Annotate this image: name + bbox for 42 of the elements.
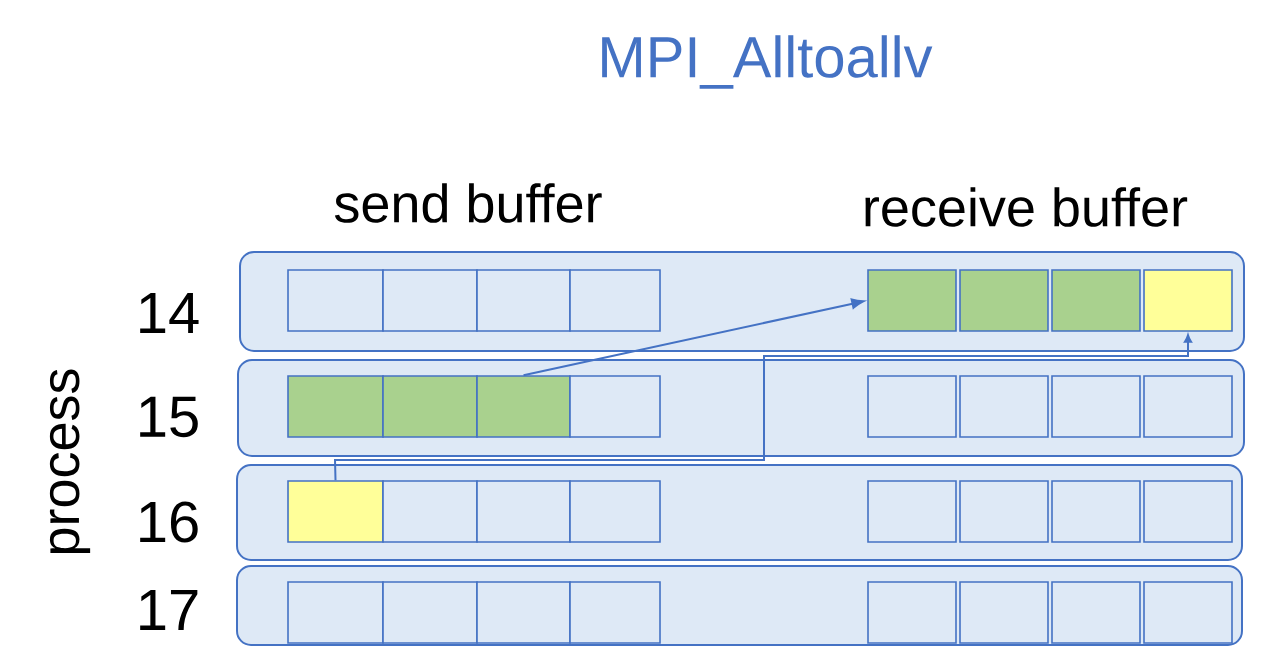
buffer-cell [382,269,478,332]
buffer-cell [1143,480,1233,543]
buffer-cell [569,480,661,543]
buffer-cell [959,375,1049,438]
buffer-cell [476,269,571,332]
buffer-cell [569,375,661,438]
buffer-cell [867,480,957,543]
row-number: 17 [140,590,198,630]
buffer-cell [382,375,478,438]
buffer-cell [382,581,478,644]
buffer-cell [287,480,384,543]
buffer-cell [1143,269,1233,332]
buffer-cell [476,581,571,644]
buffer-cell [476,375,571,438]
buffer-cell [476,480,571,543]
axis-label: send buffer [334,183,602,223]
buffer-cell [867,375,957,438]
buffer-cell [1051,480,1141,543]
buffer-cell [1051,269,1141,332]
buffer-cell [569,581,661,644]
row-number: 14 [140,293,199,333]
buffer-cell [1051,581,1141,644]
buffer-cell [1143,375,1233,438]
buffer-cell [867,269,957,332]
buffer-cell [287,375,384,438]
axis-label: receive buffer [865,187,1188,227]
buffer-cell [287,269,384,332]
buffer-cell [1143,581,1233,644]
buffer-cell [959,581,1049,644]
buffer-cell [959,480,1049,543]
buffer-cell [569,269,661,332]
buffer-cell [1051,375,1141,438]
buffer-cell [959,269,1049,332]
row-number: 15 [140,396,198,438]
row-number: 16 [140,501,198,543]
buffer-cell [287,581,384,644]
axis-label: process [49,369,91,554]
buffer-cell [382,480,478,543]
arrow [334,334,1193,482]
title: MPI_Alltoallv [602,35,933,89]
arrow [522,298,865,377]
buffer-cell [867,581,957,644]
